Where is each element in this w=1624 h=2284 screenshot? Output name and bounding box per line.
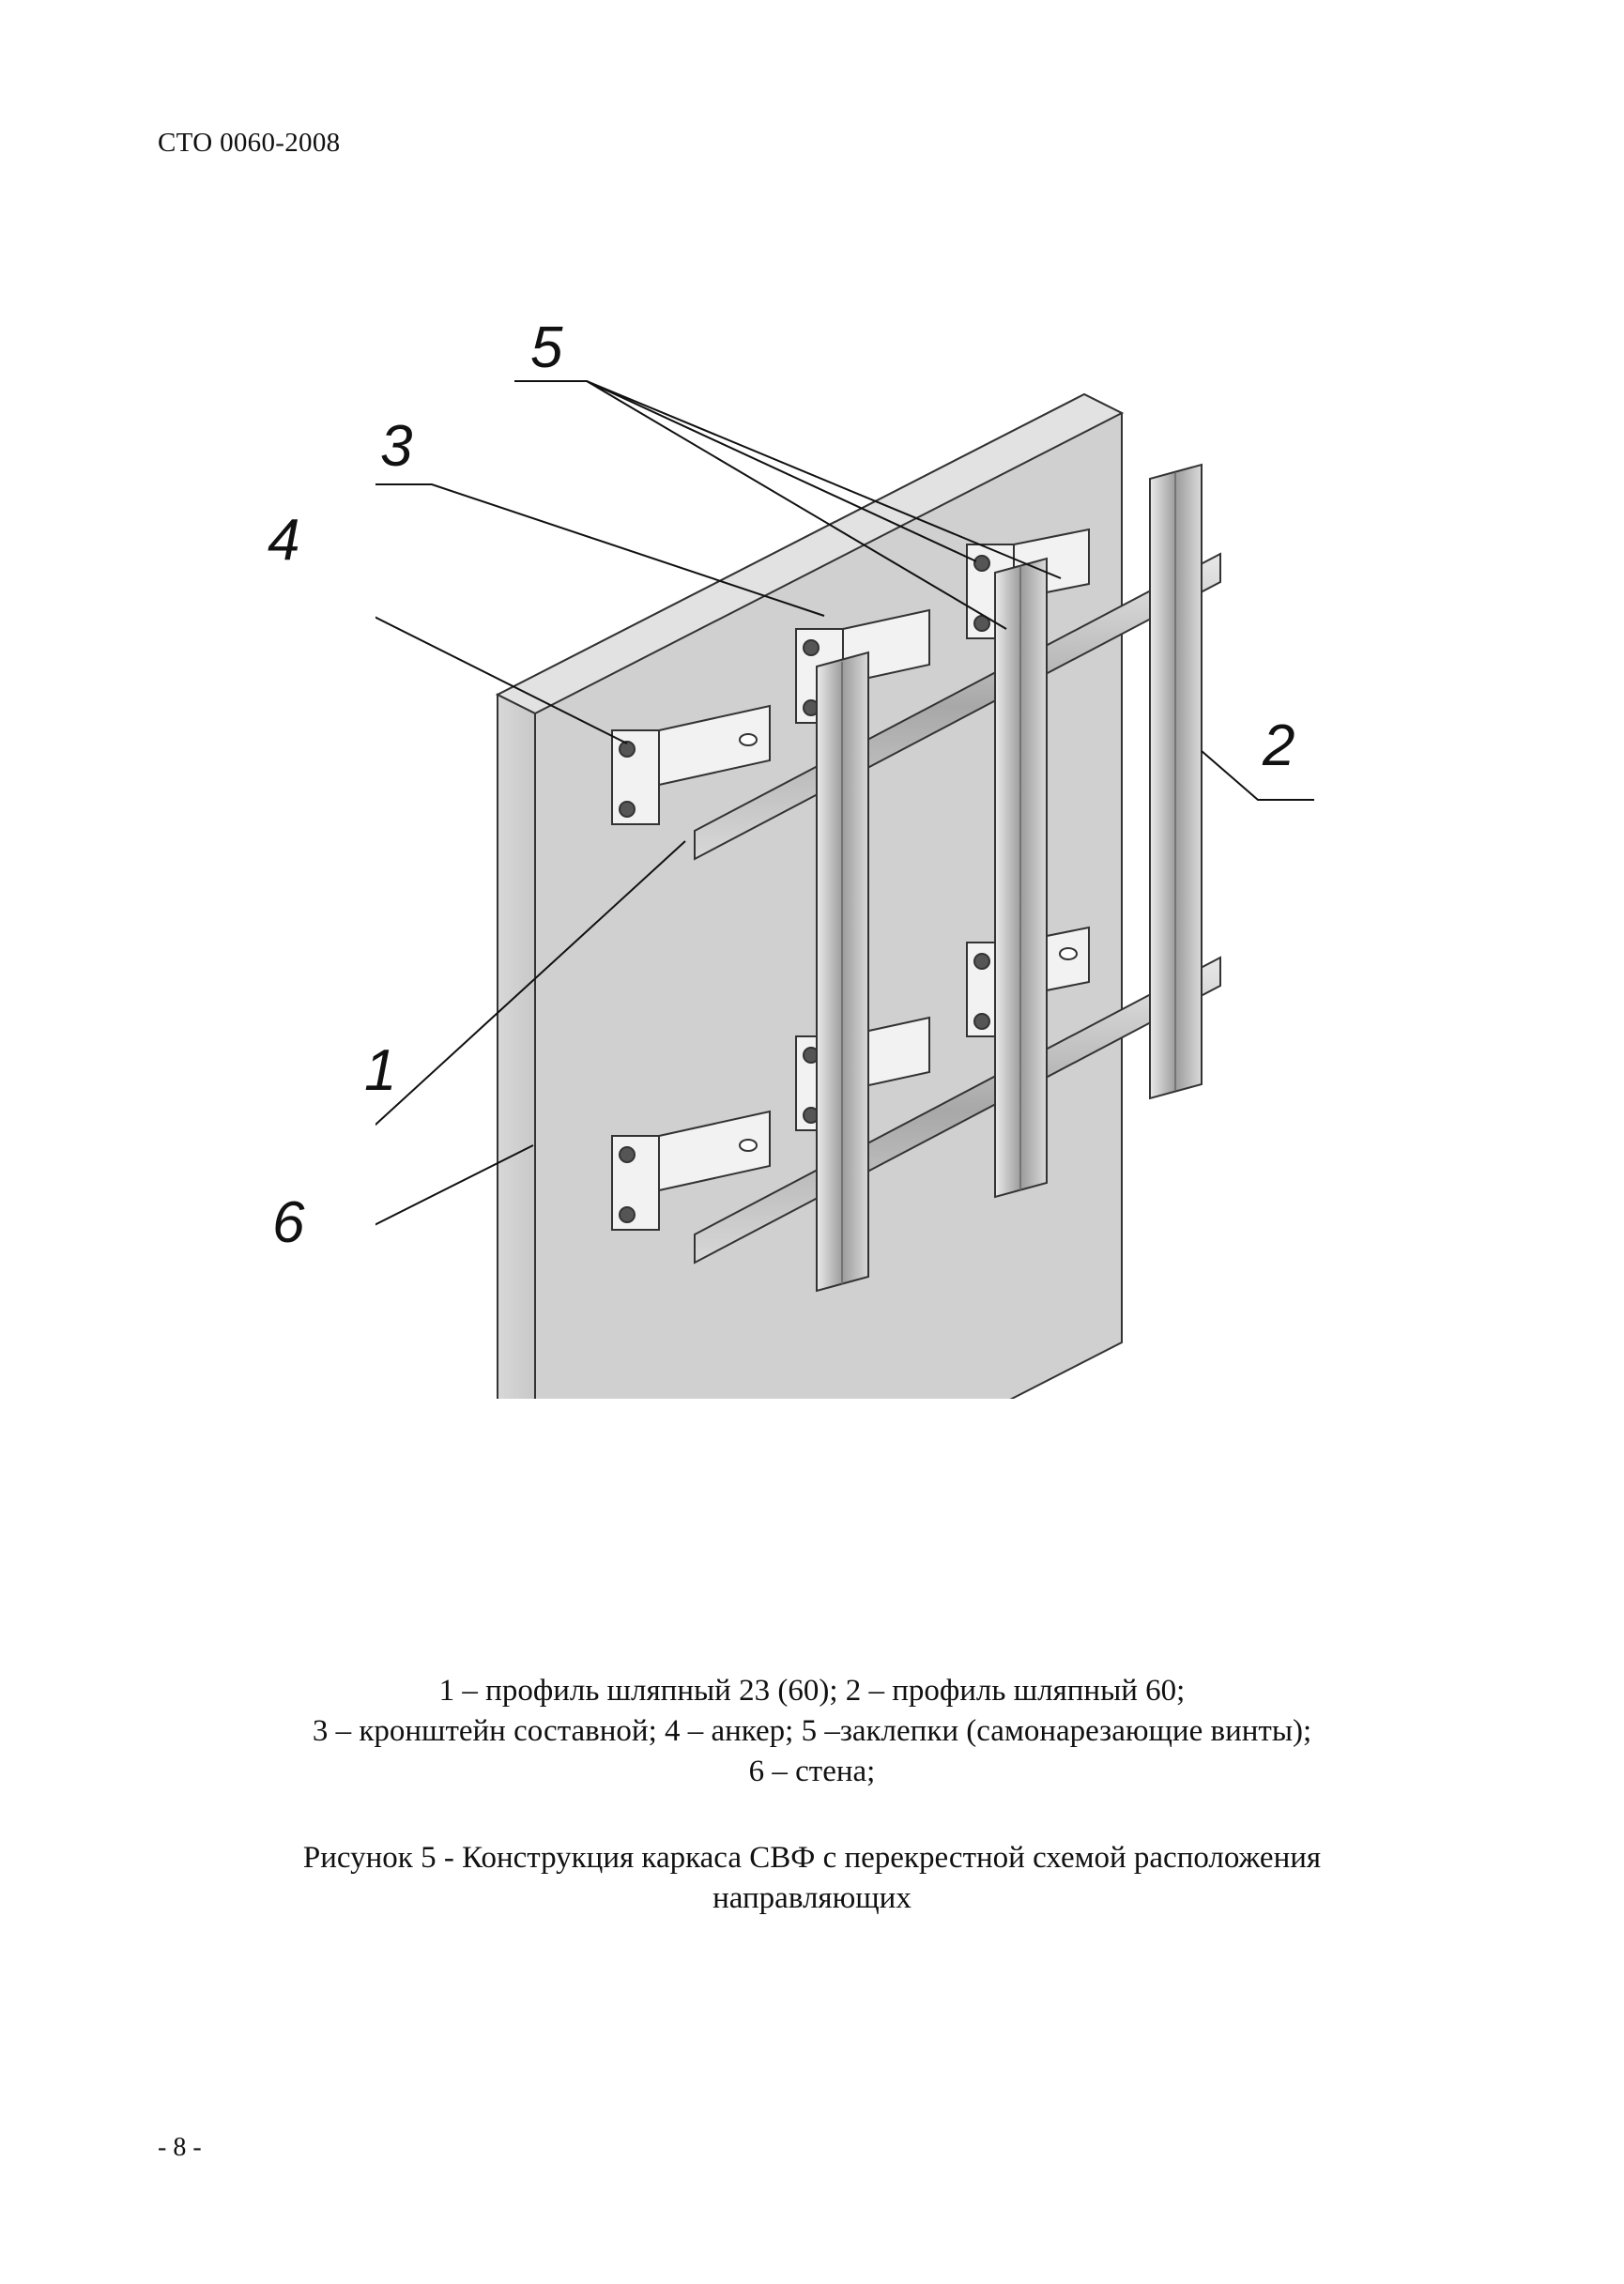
figure-title-line: Рисунок 5 - Конструкция каркаса СВФ с пе… [302,1841,1322,1875]
leader-line-5b [586,380,1062,579]
callout-5: 5 [530,315,563,380]
legend-line: 6 – стена; [748,1755,876,1788]
callout-3: 3 [380,414,413,479]
leader-line-2 [1201,750,1314,801]
vertical-profiles [816,463,1203,1293]
frame-drawing [225,380,1314,1645]
figure-legend: 1 – профиль шляпный 23 (60); 2 – профиль… [0,1671,1624,1792]
callout-2: 2 [1263,713,1295,778]
page-number: - 8 - [158,2133,202,2162]
figure-title: Рисунок 5 - Конструкция каркаса СВФ с пе… [0,1838,1624,1919]
callout-4: 4 [268,508,300,573]
document-code: СТО 0060-2008 [158,128,341,158]
callout-1: 1 [364,1038,397,1103]
legend-line: 3 – кронштейн составной; 4 – анкер; 5 –з… [312,1714,1312,1748]
leader-line-3 [366,483,825,617]
frame-construction-figure: 1 2 3 4 5 6 [225,315,1314,1645]
bracket-lower-left [611,1110,771,1231]
leader-line-5c [586,380,1007,630]
callout-6: 6 [272,1190,305,1255]
bracket-upper-left [611,704,771,825]
figure-title-line: направляющих [712,1881,912,1915]
legend-line: 1 – профиль шляпный 23 (60); 2 – профиль… [438,1674,1186,1708]
